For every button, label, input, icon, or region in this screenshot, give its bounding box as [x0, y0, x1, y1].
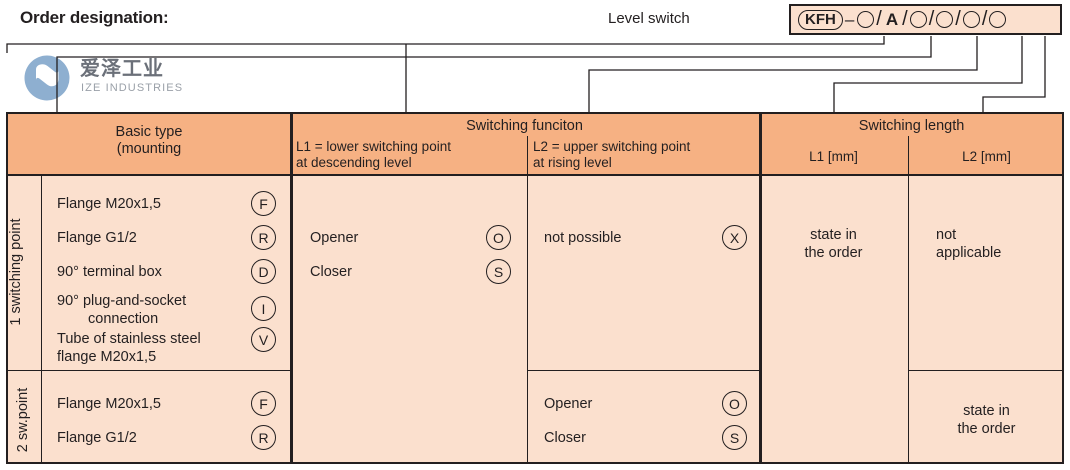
order-code-slot-3 — [936, 11, 954, 28]
body-divider-rowlabel — [41, 176, 43, 464]
order-designation-table: Basic type (mounting Switching funciton … — [6, 112, 1064, 464]
mounting-name-1-1: Flange M20x1,5 — [57, 196, 161, 212]
level-switch-label: Level switch — [608, 10, 690, 27]
body-divider-mm — [908, 176, 910, 464]
l2-mm-value-2-line1: state in — [963, 403, 1010, 419]
l2-mm-value-1-line1: not — [936, 227, 957, 243]
l1-option-code-1-2: S — [486, 259, 511, 284]
l2-option-code-2-2: S — [722, 425, 747, 450]
l1-mm-value-1-line2: the order — [804, 245, 863, 261]
l2-option-code-1-1: X — [722, 225, 747, 250]
mounting-name-1-4: 90° plug-and-socket — [57, 293, 187, 309]
rowgroup-label-2: 2 sw.point — [15, 387, 31, 453]
logo-english-name: IZE INDUSTRIES — [81, 82, 184, 94]
mounting-name-1-4b: connection — [88, 311, 159, 327]
l2-mm-value-1-line2: applicable — [936, 245, 1002, 261]
order-code-separator-3: / — [928, 8, 935, 30]
order-code-slot-4 — [962, 11, 980, 28]
order-code-slot-1 — [857, 11, 875, 28]
header-l1-mm: L1 [mm] — [809, 149, 858, 164]
mounting-code-1-2: R — [251, 225, 276, 250]
mounting-name-1-2: Flange G1/2 — [57, 230, 137, 246]
header-l1-desc-line1: L1 = lower switching point — [296, 139, 451, 154]
header-basic-type-line1: Basic type — [115, 124, 183, 140]
rowgroup-label-1: 1 switching point — [8, 218, 24, 326]
l2-option-label-2-2: Closer — [544, 430, 586, 446]
header-l2-mm: L2 [mm] — [962, 149, 1011, 164]
mounting-code-1-3: D — [251, 259, 276, 284]
order-code-separator-1: / — [876, 8, 882, 30]
l1-option-label-1-2: Closer — [310, 264, 352, 280]
page-title: Order designation: — [20, 8, 169, 27]
mounting-name-1-5: Tube of stainless steel — [57, 331, 201, 347]
mounting-code-1-1: F — [251, 191, 276, 216]
l1-option-label-1-1: Opener — [310, 230, 359, 246]
header-divider-1 — [290, 114, 293, 176]
order-code-slot-5 — [989, 11, 1007, 28]
mounting-code-1-5: V — [251, 327, 276, 352]
l1-option-code-1-1: O — [486, 225, 511, 250]
body-divider-basic-type — [290, 176, 293, 464]
header-divider-2 — [759, 114, 762, 176]
rowgroup-divider-l2 — [528, 370, 759, 372]
table-header-band — [8, 114, 1062, 176]
mounting-name-2-1: Flange M20x1,5 — [57, 396, 161, 412]
header-switching-function: Switching funciton — [466, 118, 583, 134]
header-switching-length: Switching length — [858, 118, 965, 134]
l2-mm-value-2-line2: the order — [957, 421, 1016, 437]
header-basic-type-line2: (mounting — [116, 141, 182, 157]
mounting-name-2-2: Flange G1/2 — [57, 430, 137, 446]
order-code-separator-4: / — [955, 8, 961, 30]
order-code-prefix: KFH — [798, 9, 843, 30]
logo-chinese-name: 爱泽工业 — [80, 56, 164, 80]
l2-option-label-2-1: Opener — [544, 396, 593, 412]
logo-swirl-icon — [24, 55, 70, 101]
body-divider-switching — [759, 176, 762, 464]
header-l1-desc-line2: at descending level — [296, 155, 412, 170]
mounting-code-2-1: F — [251, 391, 276, 416]
l1-mm-value-1-line1: state in — [810, 227, 857, 243]
order-code-fixed-letter: A — [885, 9, 899, 29]
mounting-code-2-2: R — [251, 425, 276, 450]
order-code-slot-2 — [909, 11, 927, 28]
l2-option-code-2-1: O — [722, 391, 747, 416]
order-code-separator-2: / — [902, 8, 908, 30]
mounting-code-1-4: I — [251, 296, 276, 321]
mounting-name-1-5b: flange M20x1,5 — [57, 349, 157, 365]
header-l2-desc-line1: L2 = upper switching point — [533, 139, 691, 154]
company-logo: 爱泽工业 IZE INDUSTRIES — [24, 55, 199, 103]
order-code-box: KFH – / A / / / / — [789, 4, 1062, 35]
leader-lines — [0, 0, 1070, 130]
order-code-dash: – — [844, 9, 855, 29]
body-divider-l1l2 — [527, 176, 529, 464]
header-l2-desc-line2: at rising level — [533, 155, 612, 170]
order-code-separator-5: / — [981, 8, 988, 30]
rowgroup-divider-l2mm — [909, 370, 1064, 372]
header-sub-divider-l1l2 — [527, 136, 529, 176]
rowgroup-divider-left — [8, 370, 291, 372]
mounting-name-1-3: 90° terminal box — [57, 264, 162, 280]
l2-option-label-1-1: not possible — [544, 230, 622, 246]
header-sub-divider-mm — [908, 136, 910, 176]
